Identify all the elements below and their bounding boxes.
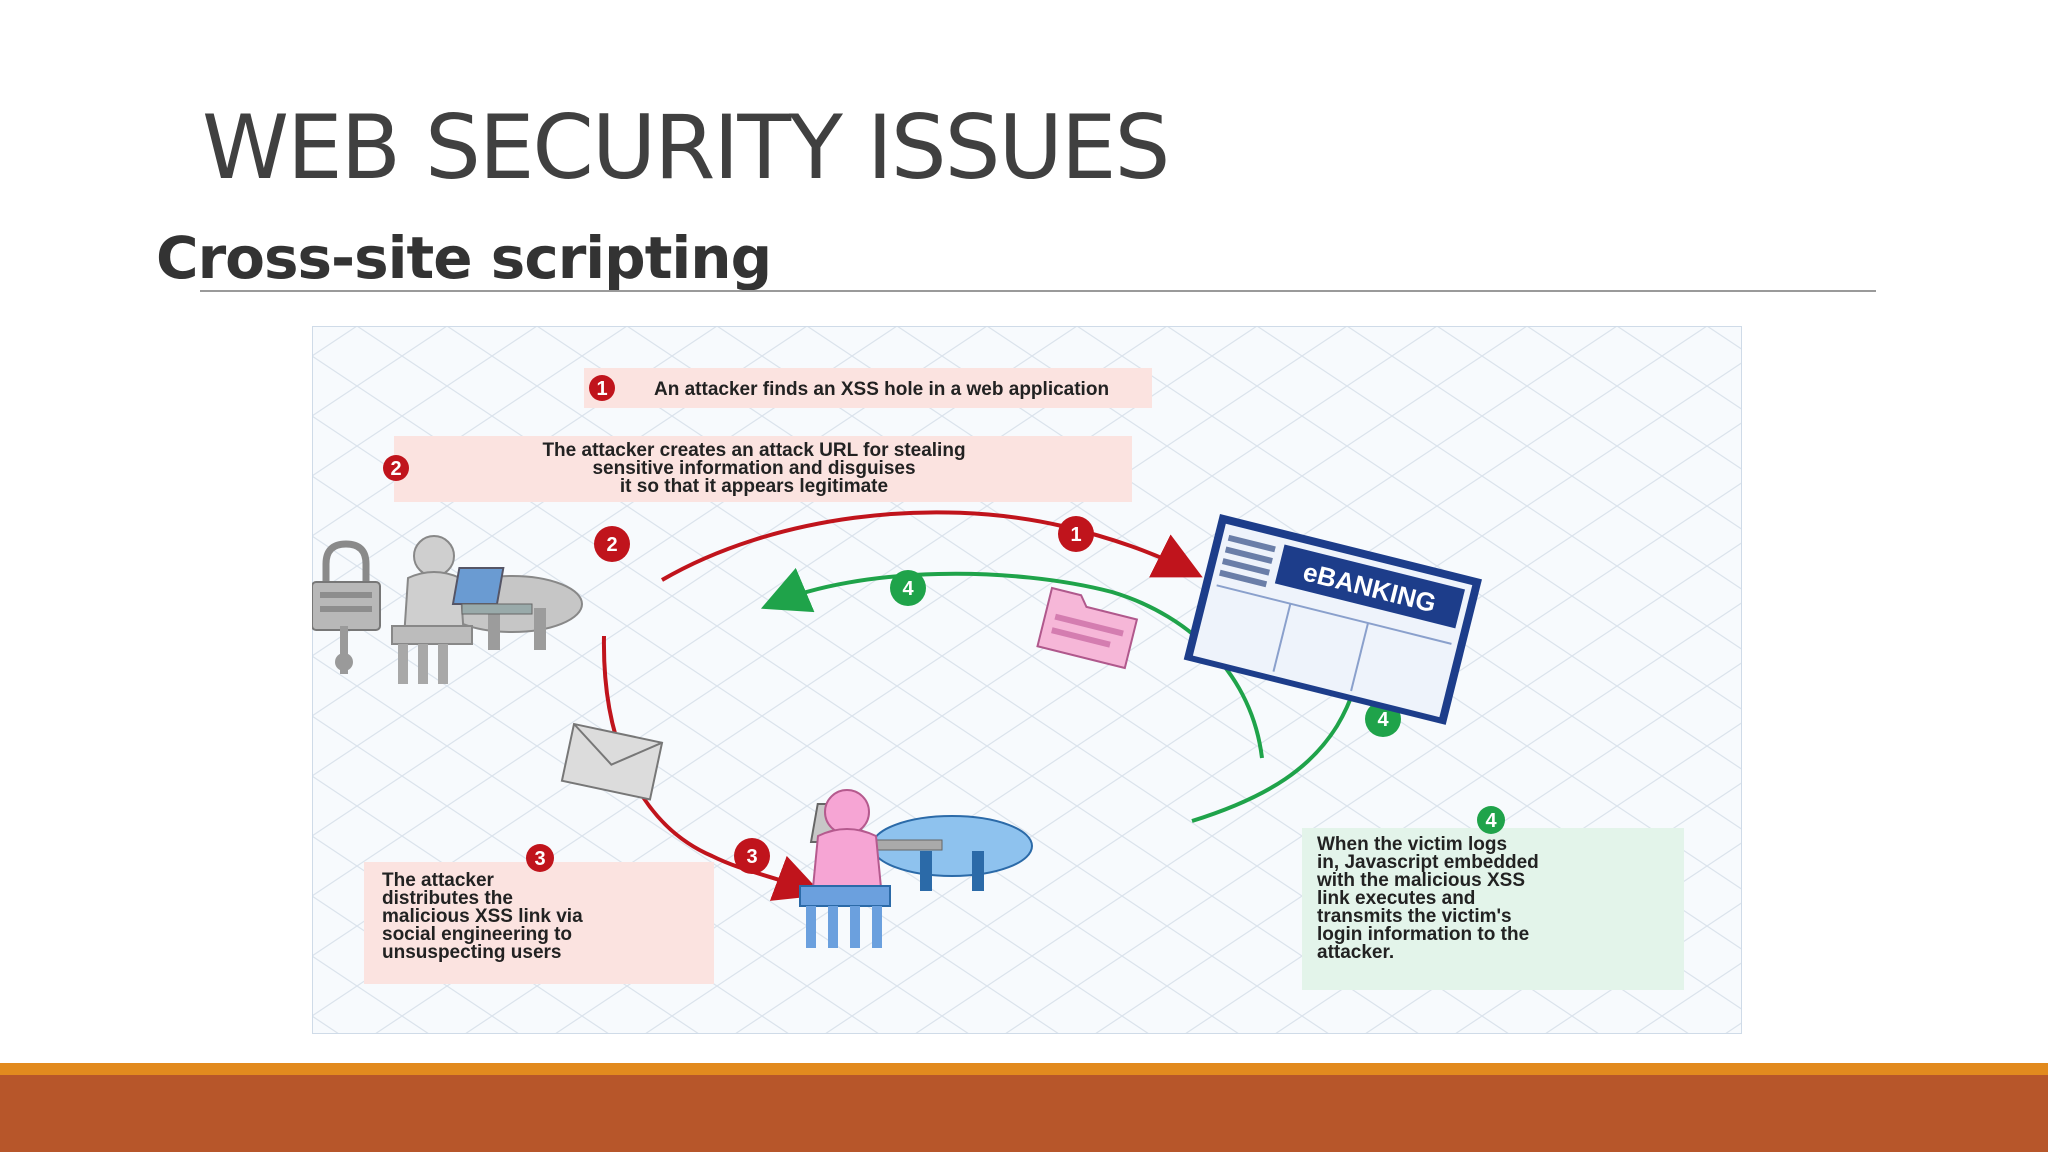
red-arrow-to-victim (601, 635, 824, 901)
step4-line-2: in, Javascript embedded (1317, 852, 1539, 873)
arrow-badge-4a (890, 570, 926, 606)
step2-badge (383, 455, 409, 481)
svg-text:1: 1 (1070, 524, 1081, 546)
step3-line-5: unsuspecting users (382, 942, 562, 963)
step3-line-1: The attacker (382, 870, 495, 891)
svg-text:2: 2 (606, 534, 617, 556)
step3-badge (526, 844, 554, 872)
step4-line-7: attacker. (1317, 942, 1394, 963)
step2-line-3: it so that it appears legitimate (620, 476, 888, 497)
step4-badge (1477, 806, 1505, 834)
step1-box (584, 368, 1152, 408)
slide-subtitle: Cross-site scripting (156, 224, 772, 292)
red-arrow-to-site (660, 510, 1203, 582)
step4-line-1: When the victim logs (1317, 834, 1507, 855)
step1-badge (589, 375, 615, 401)
step4-line-5: transmits the victim's (1317, 906, 1512, 927)
step4-box (1302, 828, 1684, 990)
arrow-badge-1 (1058, 516, 1094, 552)
xss-diagram: 1 An attacker finds an XSS hole in a web… (312, 326, 1742, 1034)
step1-badge-label: 1 (596, 378, 607, 400)
arrow-badge-3 (734, 838, 770, 874)
step4-line-4: link executes and (1317, 888, 1475, 909)
step3-line-3: malicious XSS link via (382, 906, 583, 927)
green-arrow-to-attacker (760, 567, 1264, 759)
slide-title: WEB SECURITY ISSUES (202, 96, 1170, 199)
step4-line-3: with the malicious XSS (1316, 870, 1525, 891)
key-icon (335, 626, 353, 674)
envelope-icon (560, 722, 664, 801)
svg-text:3: 3 (746, 846, 757, 868)
title-divider (200, 290, 1876, 292)
step2-line-2: sensitive information and disguises (592, 458, 915, 479)
step3-line-2: distributes the (382, 888, 513, 909)
arrow-badge-2 (594, 526, 630, 562)
stolen-data-icon (1036, 586, 1139, 670)
attacker-laptop-icon (451, 567, 533, 615)
svg-text:4: 4 (1377, 709, 1389, 731)
victim-figure (799, 789, 1033, 948)
attacker-figure (312, 535, 583, 684)
step3-box (364, 862, 714, 984)
step3-badge-label: 3 (534, 848, 545, 870)
lock-icon (312, 540, 381, 631)
step2-line-1: The attacker creates an attack URL for s… (542, 440, 965, 461)
step1-text: An attacker finds an XSS hole in a web a… (654, 379, 1109, 400)
svg-text:4: 4 (902, 578, 914, 600)
step2-badge-label: 2 (390, 458, 401, 480)
step4-line-6: login information to the (1317, 924, 1529, 945)
ebanking-website: eBANKING (1183, 514, 1482, 725)
footer-bar (0, 1075, 2048, 1152)
step3-line-4: social engineering to (382, 924, 572, 945)
footer-accent-line (0, 1063, 2048, 1075)
step2-box (394, 436, 1132, 502)
step4-badge-label: 4 (1485, 810, 1497, 832)
